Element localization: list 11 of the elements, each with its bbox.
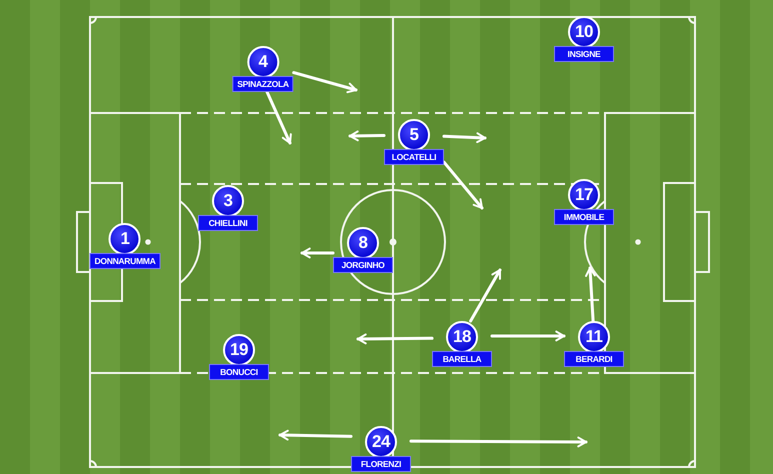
player-name-label: SPINAZZOLA — [232, 76, 294, 92]
player-name-label: DONNARUMMA — [90, 253, 160, 269]
player-name-label: CHIELLINI — [198, 215, 258, 231]
player-name-label: BERARDI — [564, 351, 624, 367]
player-name-label: JORGINHO — [333, 257, 393, 273]
player-name-label: BONUCCI — [209, 364, 269, 380]
player-name-label: INSIGNE — [554, 46, 614, 62]
player-name-label: BARELLA — [432, 351, 492, 367]
player-name-label: FLORENZI — [351, 456, 411, 472]
player-name-label: LOCATELLI — [384, 149, 444, 165]
player-name-label: IMMOBILE — [554, 209, 614, 225]
